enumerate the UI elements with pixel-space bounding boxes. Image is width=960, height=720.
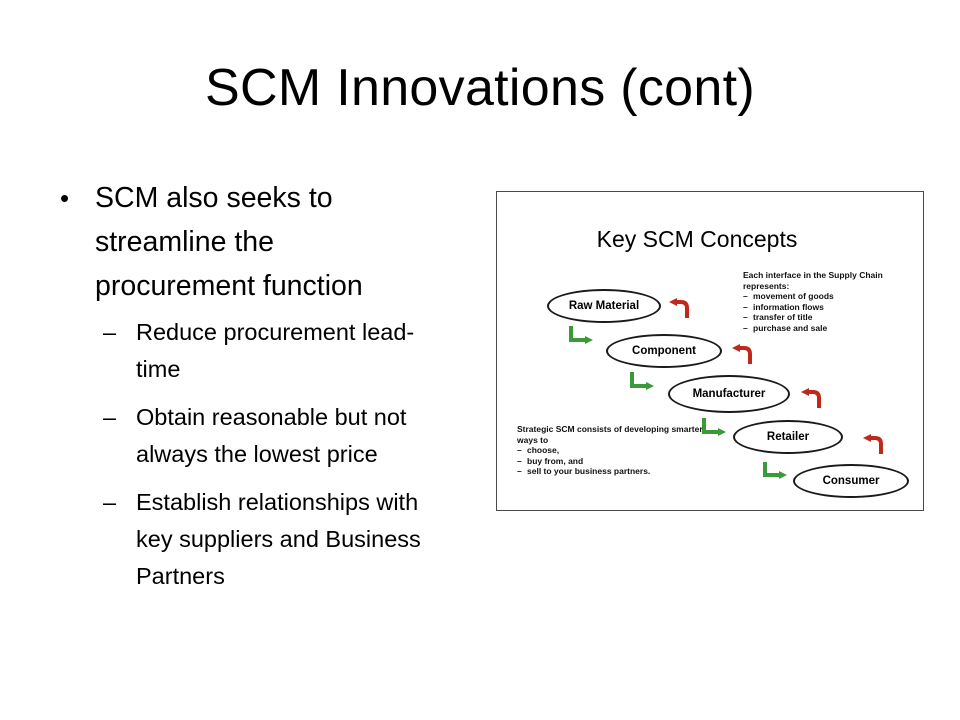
strategic-note-item: buy from, and <box>517 456 717 467</box>
stage-consumer: Consumer <box>793 464 909 498</box>
main-bullet-text: SCM also seeks to streamline the procure… <box>95 182 363 302</box>
forward-arrow-icon <box>630 372 654 390</box>
strategic-note-item: choose, <box>517 445 717 456</box>
scm-concepts-figure: Key SCM Concepts Each interface in the S… <box>496 191 924 511</box>
sub-bullet-dash: – <box>103 404 117 430</box>
stage-component: Component <box>606 334 722 368</box>
sub-bullet-text: Reduce procurement lead-time <box>136 319 415 382</box>
sub-bullet-dash: – <box>103 489 117 515</box>
forward-arrow-icon <box>702 418 726 436</box>
backward-arrow-icon <box>801 388 821 408</box>
backward-arrow-icon <box>732 344 752 364</box>
interface-note-heading: Each interface in the Supply Chain repre… <box>743 270 883 291</box>
backward-arrow-icon <box>669 298 689 318</box>
strategic-note-item: sell to your business partners. <box>517 466 717 477</box>
interface-note-item: transfer of title <box>743 312 913 323</box>
interface-note-item: movement of goods <box>743 291 913 302</box>
sub-bullet-list: – Reduce procurement lead-time – Obtain … <box>60 314 440 595</box>
strategic-note: Strategic SCM consists of developing sma… <box>517 424 717 477</box>
bullet-dot: • <box>60 183 70 213</box>
sub-bullet: – Obtain reasonable but not always the l… <box>60 399 440 473</box>
sub-bullet-text: Establish relationships with key supplie… <box>136 489 421 589</box>
sub-bullet: – Reduce procurement lead-time <box>60 314 440 388</box>
sub-bullet: – Establish relationships with key suppl… <box>60 484 440 595</box>
backward-arrow-icon <box>863 434 883 454</box>
interface-note-item: information flows <box>743 302 913 313</box>
bullet-list: • SCM also seeks to streamline the procu… <box>60 176 440 606</box>
stage-raw-material: Raw Material <box>547 289 661 323</box>
main-bullet: • SCM also seeks to streamline the procu… <box>60 176 440 308</box>
forward-arrow-icon <box>569 326 593 344</box>
stage-retailer: Retailer <box>733 420 843 454</box>
stage-manufacturer: Manufacturer <box>668 375 790 413</box>
sub-bullet-text: Obtain reasonable but not always the low… <box>136 404 407 467</box>
forward-arrow-icon <box>763 462 787 479</box>
slide-title: SCM Innovations (cont) <box>205 59 755 117</box>
figure-title: Key SCM Concepts <box>596 226 798 252</box>
interface-note-item: purchase and sale <box>743 323 913 334</box>
interface-note: Each interface in the Supply Chain repre… <box>743 270 913 333</box>
flow-arrows <box>569 298 883 479</box>
sub-bullet-dash: – <box>103 319 117 345</box>
strategic-note-heading: Strategic SCM consists of developing sma… <box>517 424 703 445</box>
